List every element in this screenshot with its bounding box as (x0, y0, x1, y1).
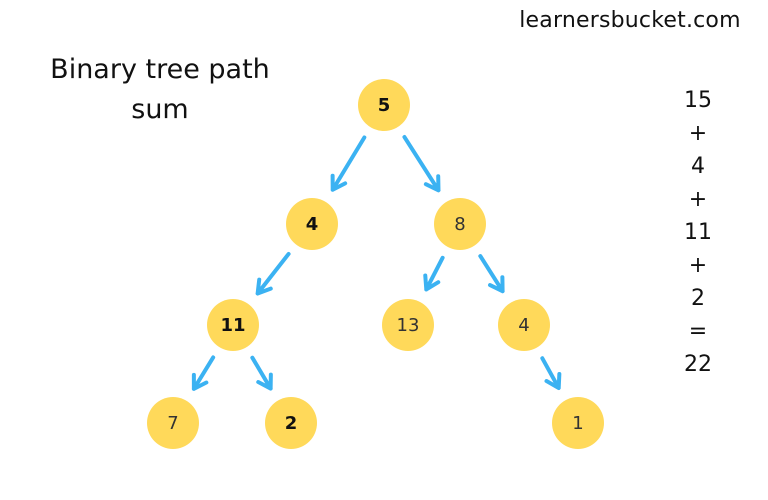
arrow-path (423, 255, 445, 292)
node-circle (265, 397, 317, 449)
node-label: 7 (167, 413, 178, 434)
tree-edges (191, 135, 562, 391)
tree-node: 8 (434, 198, 486, 250)
tree-nodes: 5 4 8 11 13 4 7 2 1 (147, 79, 604, 449)
arrow-path (478, 254, 505, 294)
node-label: 8 (454, 214, 465, 235)
sum-term: 4 (691, 154, 705, 179)
edge-arrow (402, 135, 441, 193)
node-circle (207, 299, 259, 351)
node-label: 1 (572, 413, 583, 434)
node-circle (358, 79, 410, 131)
tree-node: 2 (265, 397, 317, 449)
sum-term: 2 (691, 286, 705, 311)
tree-node: 5 (358, 79, 410, 131)
edge-arrow (330, 135, 367, 192)
node-circle (552, 397, 604, 449)
arrow-path (191, 355, 216, 391)
title-line-1: Binary tree path (50, 54, 270, 85)
sum-operator: + (688, 253, 708, 278)
title-line-2: sum (131, 94, 189, 125)
arrow-path (250, 355, 273, 391)
tree-node: 1 (552, 397, 604, 449)
edge-arrow (478, 254, 505, 294)
node-circle (147, 397, 199, 449)
arrow-path (330, 135, 367, 192)
sum-equals: = (688, 319, 708, 344)
node-label: 2 (285, 413, 298, 434)
edge-arrow (255, 251, 291, 296)
node-label: 5 (378, 95, 391, 116)
edge-arrow (250, 355, 273, 391)
arrow-path (402, 135, 441, 193)
node-circle (434, 198, 486, 250)
tree-node: 4 (498, 299, 550, 351)
edge-arrow (540, 356, 562, 390)
site-watermark: learnersbucket.com (519, 8, 741, 33)
node-circle (382, 299, 434, 351)
tree-node: 13 (382, 299, 434, 351)
sum-operator: + (688, 187, 708, 212)
edge-arrow (191, 355, 216, 391)
node-label: 11 (220, 315, 245, 336)
diagram-title: Binary tree path sum (30, 50, 290, 130)
sum-term: 15 (684, 88, 712, 113)
node-circle (498, 299, 550, 351)
node-circle (286, 198, 338, 250)
sum-result: 22 (684, 352, 712, 377)
sum-term: 11 (684, 220, 712, 245)
node-label: 13 (397, 315, 420, 336)
tree-node: 7 (147, 397, 199, 449)
path-sum-calculation: 15 + 4 + 11 + 2 = 22 (662, 84, 734, 381)
tree-node: 4 (286, 198, 338, 250)
tree-node: 11 (207, 299, 259, 351)
node-label: 4 (518, 315, 529, 336)
sum-operator: + (688, 121, 708, 146)
arrow-path (540, 356, 562, 390)
node-label: 4 (306, 214, 319, 235)
arrow-path (255, 251, 291, 296)
edge-arrow (423, 255, 445, 292)
